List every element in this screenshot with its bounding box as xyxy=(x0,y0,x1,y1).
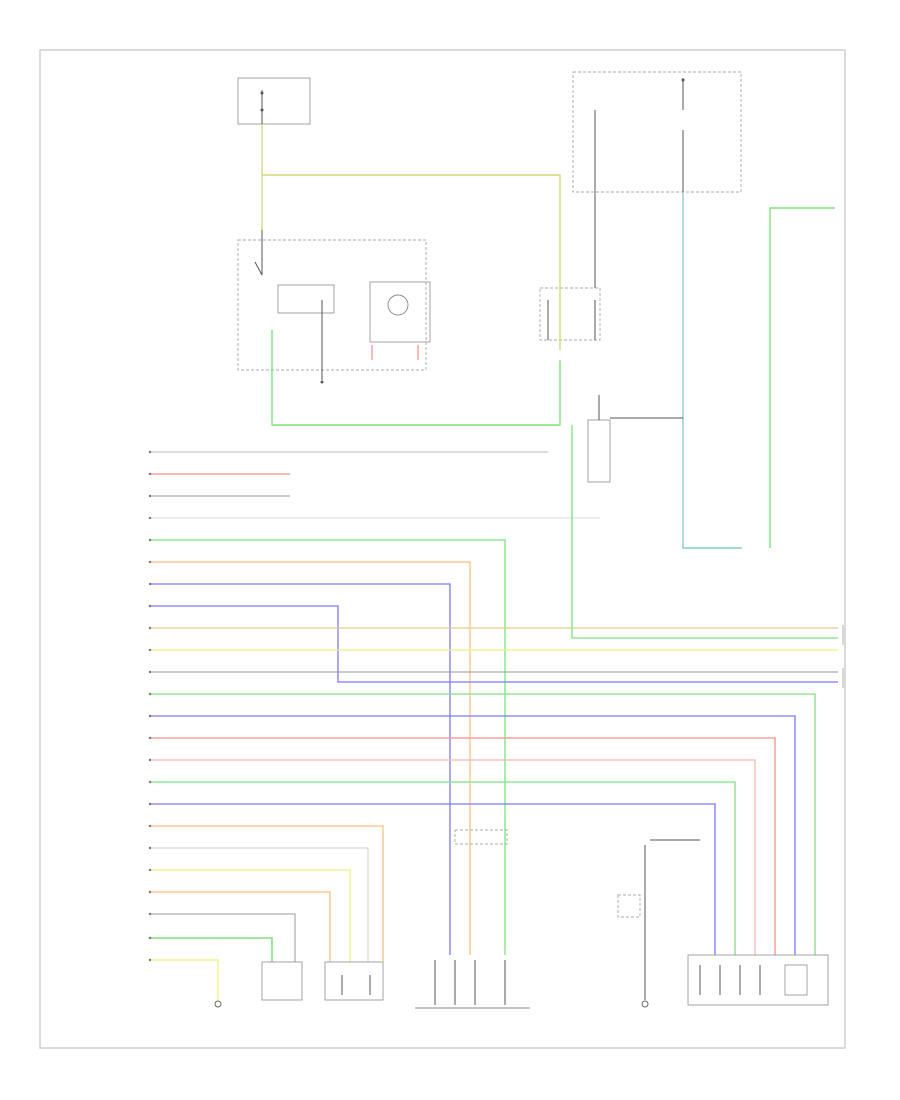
module-bottom-right xyxy=(687,954,829,1006)
diagram-frame xyxy=(39,49,846,1049)
crank-sensor xyxy=(261,961,384,1001)
signal-wires xyxy=(150,425,838,1000)
sensor-bottom-center xyxy=(617,839,700,1008)
internal-component xyxy=(369,281,431,360)
sensor-bottom-left xyxy=(214,1000,222,1008)
fuse-box-left xyxy=(237,77,311,125)
wire-green-relay xyxy=(271,330,561,426)
fuse-box-right xyxy=(572,71,742,193)
relay-box xyxy=(237,230,427,384)
wire-yellow-green xyxy=(261,124,561,350)
ecm-pins xyxy=(148,450,152,962)
output-connector xyxy=(415,829,530,1009)
connector-block xyxy=(587,395,611,483)
range-relay xyxy=(539,192,601,341)
wire-light-blue xyxy=(682,192,742,549)
wire-light-green-right xyxy=(769,207,835,548)
